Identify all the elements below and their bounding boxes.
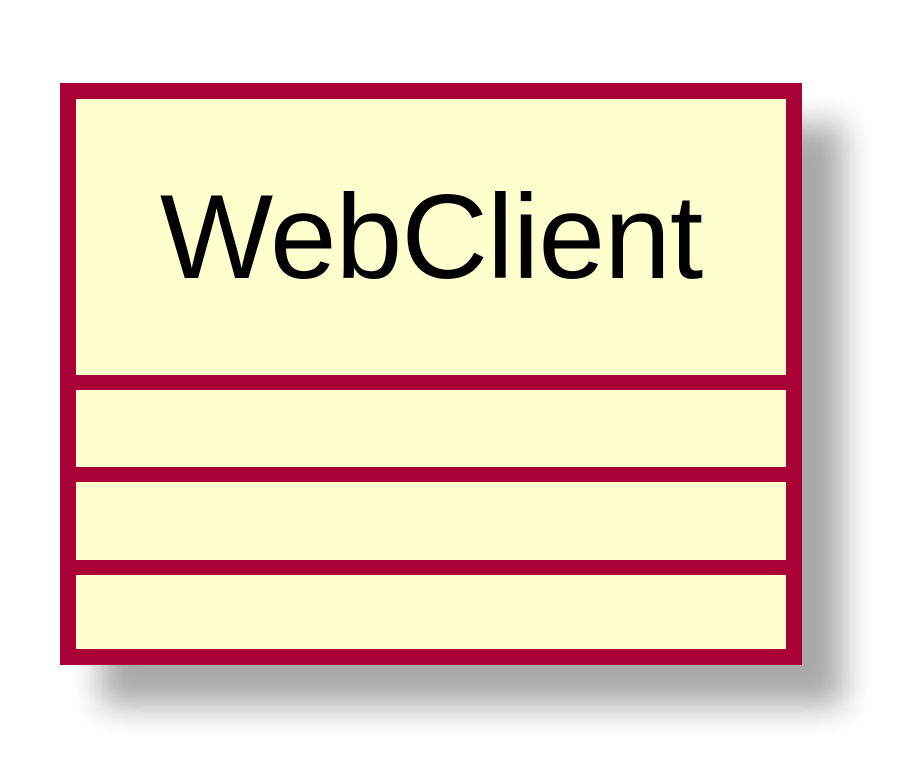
class-divider — [76, 467, 786, 482]
class-name: WebClient — [159, 170, 703, 304]
methods-compartment — [76, 482, 786, 560]
extra-compartment — [76, 575, 786, 649]
class-name-section: WebClient — [76, 99, 786, 375]
class-box-webclient[interactable]: WebClient — [60, 83, 802, 665]
attributes-compartment — [76, 390, 786, 467]
class-divider — [76, 375, 786, 390]
class-divider — [76, 560, 786, 575]
